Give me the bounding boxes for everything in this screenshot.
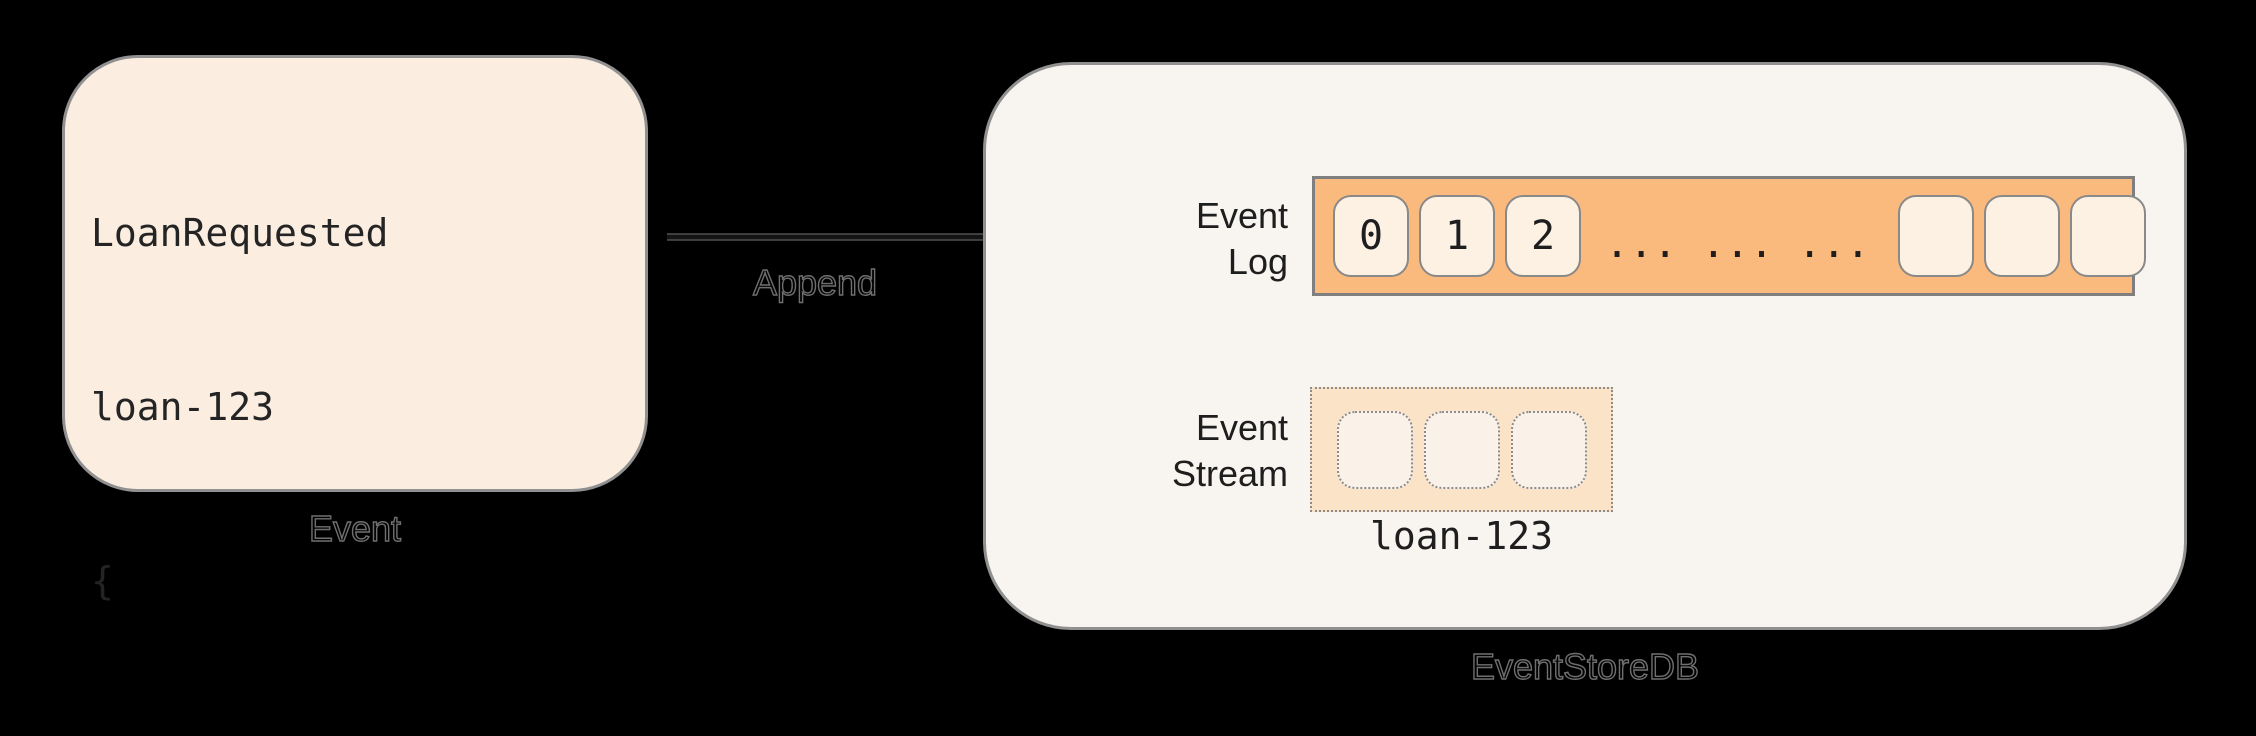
event-log-label-line2: Log (1227, 241, 1288, 282)
event-stream-label: Event Stream (1058, 405, 1288, 497)
event-stream-empty-cell (1423, 410, 1500, 489)
event-stream-empty-cell (1336, 410, 1413, 489)
event-card-label: Event (308, 507, 402, 549)
event-log-ellipsis: ... ... ... (1605, 221, 1870, 267)
event-log-cell-2: 2 (1505, 195, 1581, 277)
event-log-bar: 0 1 2 ... ... ... (1312, 176, 2146, 296)
event-log-empty-cell (1897, 195, 1974, 277)
event-code-block: LoanRequested loan-123 { id: 123, amount… (91, 88, 617, 736)
eventstoredb-box (983, 62, 2187, 630)
code-line: { (91, 559, 114, 603)
event-stream-empty-cell (1510, 410, 1587, 489)
code-line: id: 123, (91, 726, 617, 736)
event-stream-label-line2: Stream (1171, 453, 1288, 494)
eventstoredb-label: EventStoreDB (1470, 645, 1700, 687)
event-log-empty-cell (2069, 195, 2146, 277)
event-log-label-line1: Event (1195, 195, 1288, 236)
code-line: loan-123 (91, 385, 275, 429)
event-card: LoanRequested loan-123 { id: 123, amount… (62, 55, 648, 736)
event-stream-name: loan-123 (1369, 514, 1554, 558)
event-log-label: Event Log (1058, 193, 1288, 285)
event-log-empty-cell (1983, 195, 2060, 277)
event-stream-label-line1: Event (1195, 407, 1288, 448)
append-arrow-label: Append (752, 261, 878, 303)
event-log-cell-1: 1 (1419, 195, 1495, 277)
code-line: LoanRequested (91, 211, 389, 255)
event-log-cell-0: 0 (1333, 195, 1409, 277)
event-stream-box (1310, 387, 1613, 512)
